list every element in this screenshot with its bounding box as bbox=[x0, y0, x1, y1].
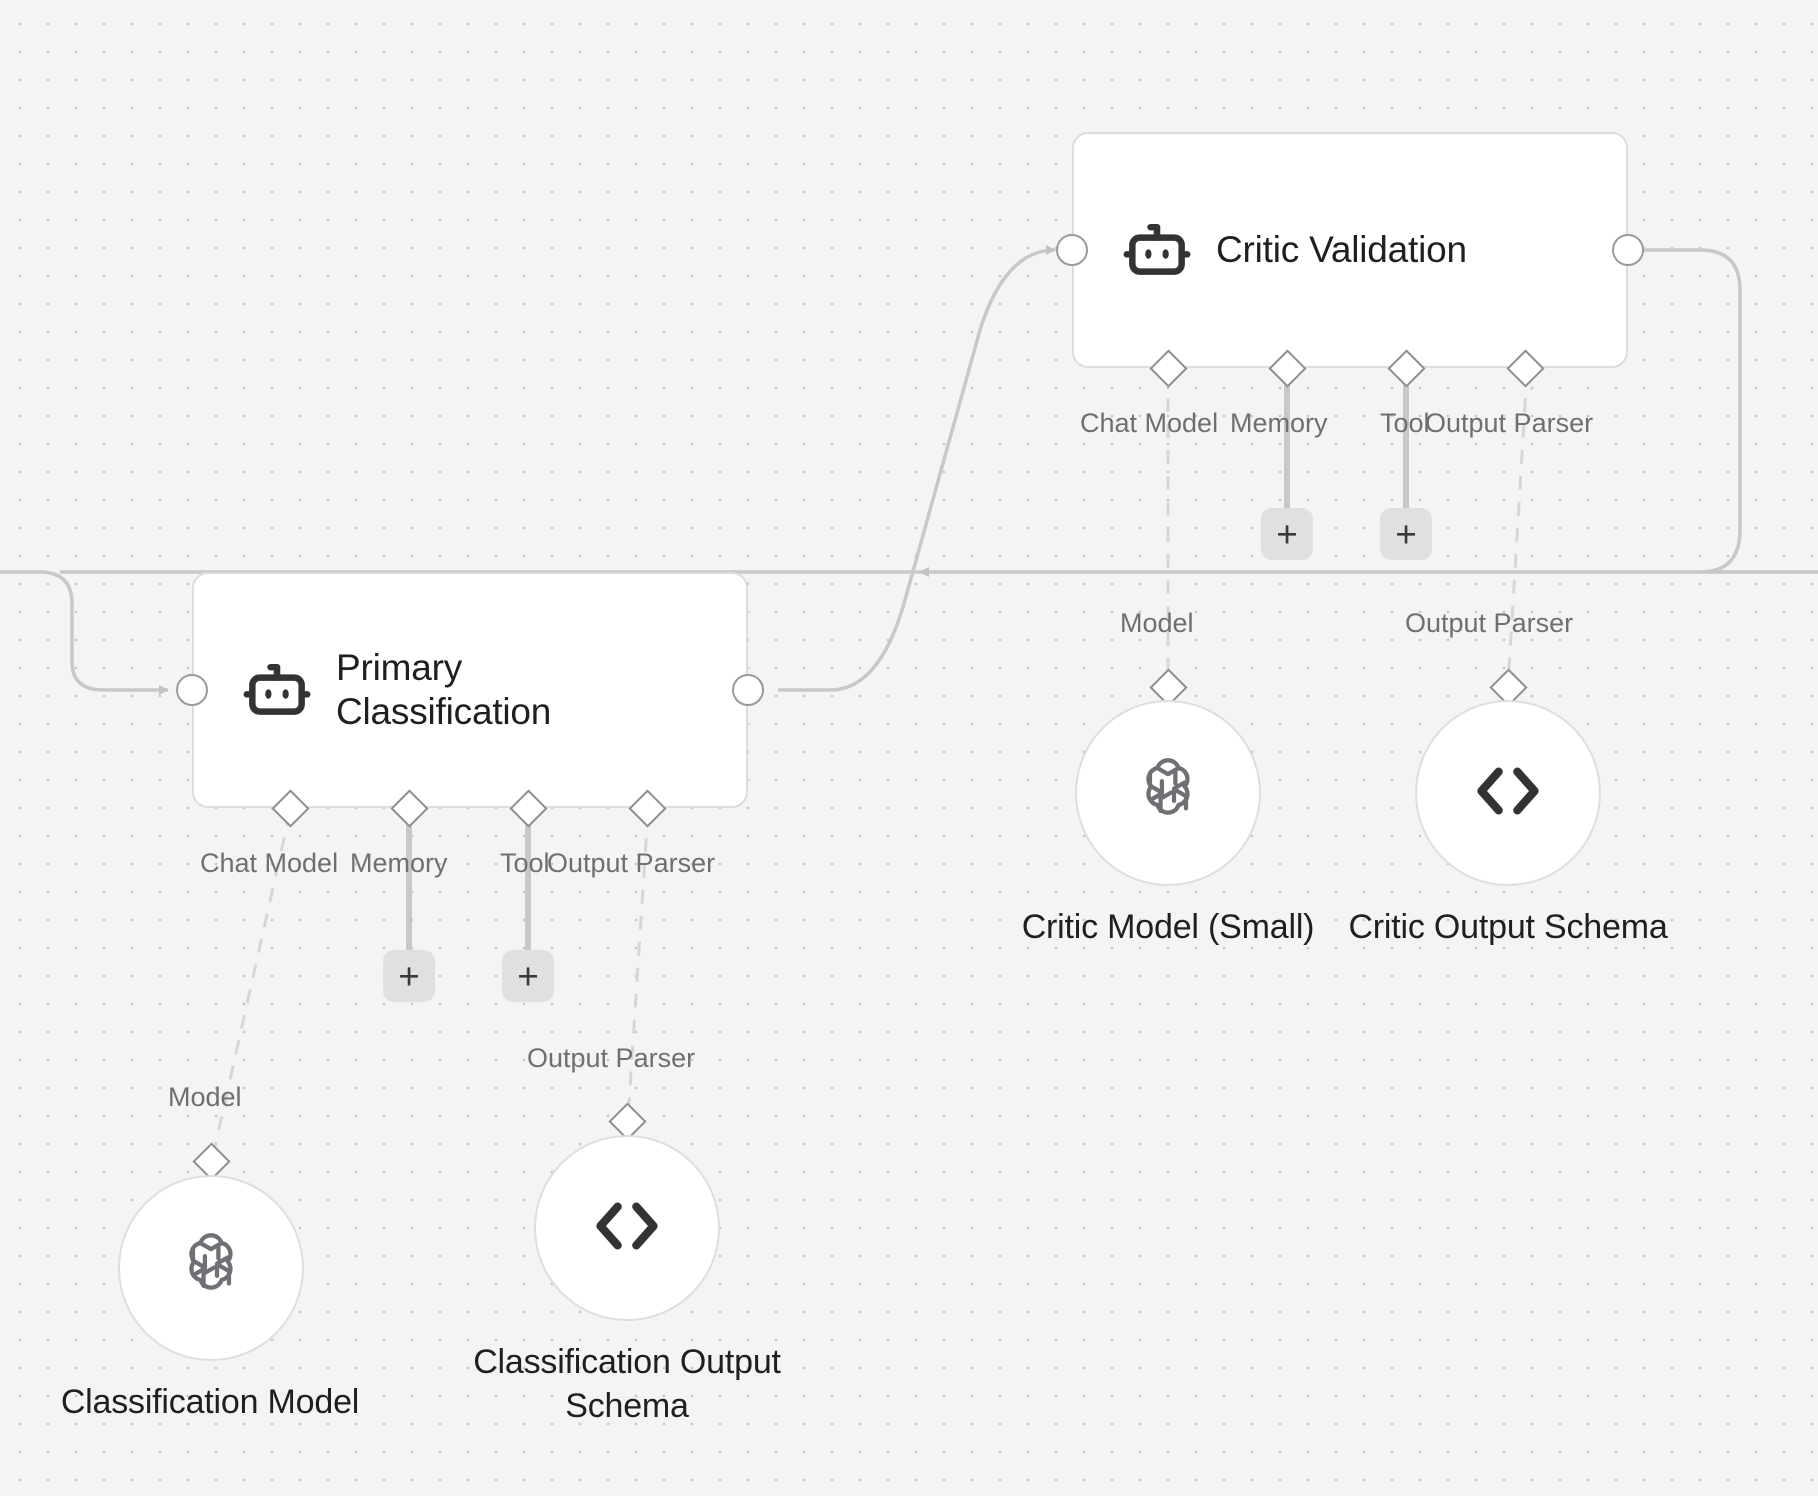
critic-port-label-output-parser: Output Parser bbox=[1425, 408, 1594, 438]
primary-port-label-tool: Tool bbox=[500, 848, 550, 878]
primary-add-memory-button[interactable]: + bbox=[383, 950, 435, 1002]
node-primary-classification[interactable]: Primary Classification bbox=[192, 572, 748, 808]
critic-model-small-caption: Critic Model (Small) bbox=[1021, 908, 1315, 946]
code-brackets-icon bbox=[584, 1183, 670, 1274]
critic-add-tool-button[interactable]: + bbox=[1380, 508, 1432, 560]
critic-port-label-tool: Tool bbox=[1380, 408, 1430, 438]
node-classification-output-schema[interactable] bbox=[534, 1135, 720, 1321]
robot-icon bbox=[240, 653, 314, 727]
code-brackets-icon bbox=[1465, 748, 1551, 839]
classification-model-caption: Classification Model bbox=[60, 1383, 360, 1421]
primary-port-label-output-parser: Output Parser bbox=[547, 848, 716, 878]
node-critic-model-small[interactable] bbox=[1075, 700, 1261, 886]
critic-validation-output-handle[interactable] bbox=[1612, 234, 1644, 266]
critic-add-memory-button[interactable]: + bbox=[1261, 508, 1313, 560]
node-title: Critic Validation bbox=[1216, 229, 1467, 271]
edge-loop-left bbox=[0, 570, 169, 695]
primary-port-label-memory: Memory bbox=[350, 848, 448, 878]
classification-model-port-label: Model bbox=[168, 1082, 242, 1112]
node-critic-validation[interactable]: Critic Validation bbox=[1072, 132, 1628, 368]
classification-output-schema-port-label: Output Parser bbox=[527, 1043, 696, 1073]
openai-icon bbox=[1127, 750, 1209, 837]
critic-output-schema-port-label: Output Parser bbox=[1405, 608, 1574, 638]
edge-critic-feedback bbox=[1640, 248, 1818, 574]
critic-validation-input-handle[interactable] bbox=[1056, 234, 1088, 266]
robot-icon bbox=[1120, 213, 1194, 287]
critic-port-label-memory: Memory bbox=[1230, 408, 1328, 438]
critic-model-port-label: Model bbox=[1120, 608, 1194, 638]
critic-output-schema-caption: Critic Output Schema bbox=[1348, 908, 1668, 946]
critic-port-label-chat-model: Chat Model bbox=[1080, 408, 1219, 438]
primary-add-tool-button[interactable]: + bbox=[502, 950, 554, 1002]
primary-classification-input-handle[interactable] bbox=[176, 674, 208, 706]
node-classification-model[interactable] bbox=[118, 1175, 304, 1361]
openai-icon bbox=[170, 1225, 252, 1312]
node-title: Primary Classification bbox=[336, 647, 552, 732]
node-critic-output-schema[interactable] bbox=[1415, 700, 1601, 886]
edge-primary-to-critic bbox=[778, 245, 1056, 692]
primary-classification-output-handle[interactable] bbox=[732, 674, 764, 706]
classification-output-schema-caption: Classification Output Schema bbox=[473, 1343, 781, 1426]
primary-port-label-chat-model: Chat Model bbox=[200, 848, 339, 878]
